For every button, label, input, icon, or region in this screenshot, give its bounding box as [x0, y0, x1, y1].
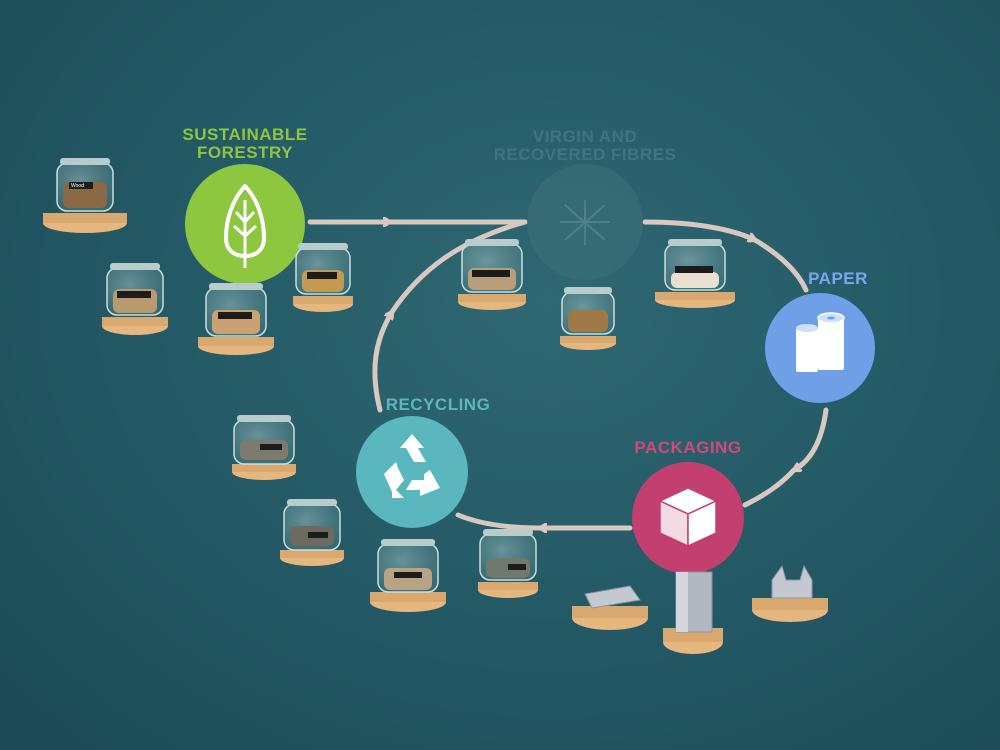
arrow-paper-to-packaging [794, 407, 829, 473]
packaging-label: PACKAGING [634, 438, 742, 457]
recycling-node [356, 416, 468, 528]
paper-label: PAPER [808, 269, 868, 288]
jar-4 [293, 243, 353, 312]
virgin-label: VIRGIN AND RECOVERED FIBRES [493, 127, 677, 164]
arrow-packaging-arc [742, 467, 797, 508]
jar-10 [370, 539, 446, 612]
paper-rolls-icon [796, 312, 845, 372]
arrow-recycling-to-fibres [372, 312, 395, 413]
cycle-arrows [307, 219, 829, 531]
forestry-label: SUSTAINABLE FORESTRY [182, 125, 308, 162]
recycling-label: RECYCLING [385, 395, 491, 414]
arrow-recycling-line [455, 512, 543, 531]
virgin-node [527, 164, 643, 280]
jar-3 [198, 283, 274, 355]
jar-7 [655, 239, 735, 308]
jar-8 [232, 415, 296, 480]
jar-shelves: Wood [43, 158, 735, 612]
jar-1: Wood [43, 158, 127, 233]
svg-text:Wood: Wood [71, 183, 84, 189]
forestry-node [185, 164, 305, 284]
arrow-paper-arc [752, 237, 809, 293]
packaging-samples [572, 564, 828, 654]
jar-5 [458, 239, 526, 310]
paper-node [765, 293, 875, 403]
tree-icon [224, 184, 266, 268]
jar-9 [280, 499, 344, 566]
fibres-icon [560, 200, 610, 245]
recycle-icon [384, 434, 440, 498]
arrow-fibres-to-paper [642, 219, 755, 240]
box-icon [658, 487, 718, 548]
holder-sample [752, 564, 828, 622]
arrow-recycling-top-arc [389, 219, 528, 315]
tray-sample [572, 585, 648, 630]
carton-sample [663, 571, 723, 654]
jar-6 [560, 287, 616, 350]
jar-2 [102, 263, 168, 335]
packaging-node [632, 462, 744, 574]
jar-11 [478, 529, 538, 598]
